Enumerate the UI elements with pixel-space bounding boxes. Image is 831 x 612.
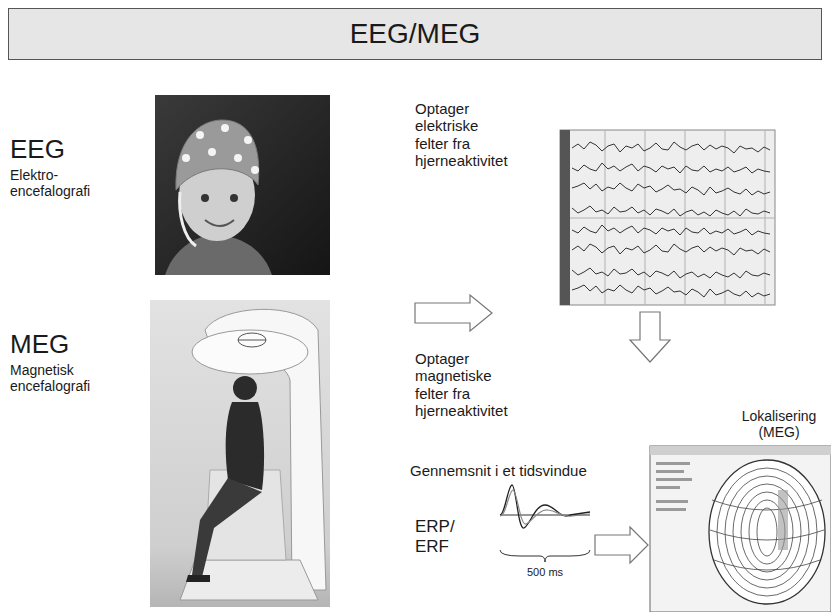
modality-name: Magnetisk encefalografi [10,362,105,394]
waveform [500,490,590,524]
contour [714,560,820,570]
block-arrow-down [630,312,670,362]
eeg-photo [155,95,330,275]
modality-name: Elektro- encefalografi [10,167,105,199]
eye [230,194,238,202]
electrode [234,154,242,162]
shoulders [165,235,272,275]
description-text: Optager magnetiske felter fra hjerneakti… [415,350,512,419]
person-legs [192,478,262,577]
dipole-mark [778,490,788,550]
waveform [500,485,590,528]
block-arrow-right [415,295,492,331]
electrode [208,148,216,156]
description-text: Optager elektriske felter fra hjerneakti… [415,100,512,169]
erp-waveform [500,485,590,562]
window-panel [656,462,692,511]
contour [710,530,824,540]
contour [725,476,809,588]
scanner-helmet [192,330,308,374]
scanner-logo [238,333,266,347]
electrode [196,131,204,139]
modality-name: Magnetisk encefalografi [10,362,105,394]
modality-abbr: EEG [10,135,65,165]
electrode-cap [176,120,259,190]
trace [572,225,770,235]
panel-line [656,500,688,503]
title-text: EEG/MEG [350,18,481,50]
eeg-trace [560,130,775,305]
trace [572,163,770,173]
title-box: EEG/MEG [8,8,822,60]
smile [205,220,234,226]
person-body [226,402,264,490]
contour [733,484,801,580]
time-scale: 500 ms [527,566,563,579]
meg-photo [150,300,330,607]
modality-name: Elektro- encefalografi [10,167,105,199]
eye [201,194,209,202]
trace [572,142,770,153]
field-contours [710,468,824,596]
window-toolbar [650,446,831,455]
modality-abbr: MEG [10,330,69,360]
panel-line [656,470,684,473]
trace-ground [560,130,775,305]
trace [572,285,770,297]
description-text: Optager elektriske felter fra hjerneakti… [415,100,512,169]
person-head [233,376,257,400]
trace [572,183,770,195]
electrodes [182,124,259,174]
electrode [182,154,190,162]
electrode [221,124,229,132]
signal-label: ERP/ ERF [415,517,460,556]
electrode [244,136,252,144]
step-label: Gennemsnit i et tidsvindue [410,462,587,479]
time-bracket [500,550,590,562]
cap-strap [180,192,196,246]
grid-line [570,218,775,219]
step-label: Gennemsnit i et tidsvindue [410,462,587,479]
panel-line [656,508,686,511]
modality-abbr: EEG [10,135,65,165]
time-scale: 500 ms [527,566,563,579]
signal-label: ERP/ ERF [415,517,460,556]
panel-line [656,486,680,489]
block-arrow-right [595,527,648,563]
trace-lines [572,142,770,297]
trace-grid [570,130,775,305]
description-text: Optager magnetiske felter fra hjerneakti… [415,350,512,419]
photo-ground [155,95,330,275]
scanner-logo [238,340,266,341]
contour [717,468,817,596]
trace [572,206,770,216]
localisation-screenshot [650,446,831,612]
person-feet [186,575,210,582]
contour [757,508,777,556]
trace [572,244,770,255]
head-outline [709,460,825,604]
method-label: Lokalisering (MEG) [733,408,825,440]
photo-ground [150,300,330,607]
contour [712,500,822,510]
modality-abbr: MEG [10,330,69,360]
panel-line [656,462,690,465]
trace-strip [560,130,570,305]
method-label: Lokalisering (MEG) [733,408,825,440]
panel-line [656,478,692,481]
trace [572,268,770,278]
electrode [251,166,259,174]
window-frame [650,446,831,612]
